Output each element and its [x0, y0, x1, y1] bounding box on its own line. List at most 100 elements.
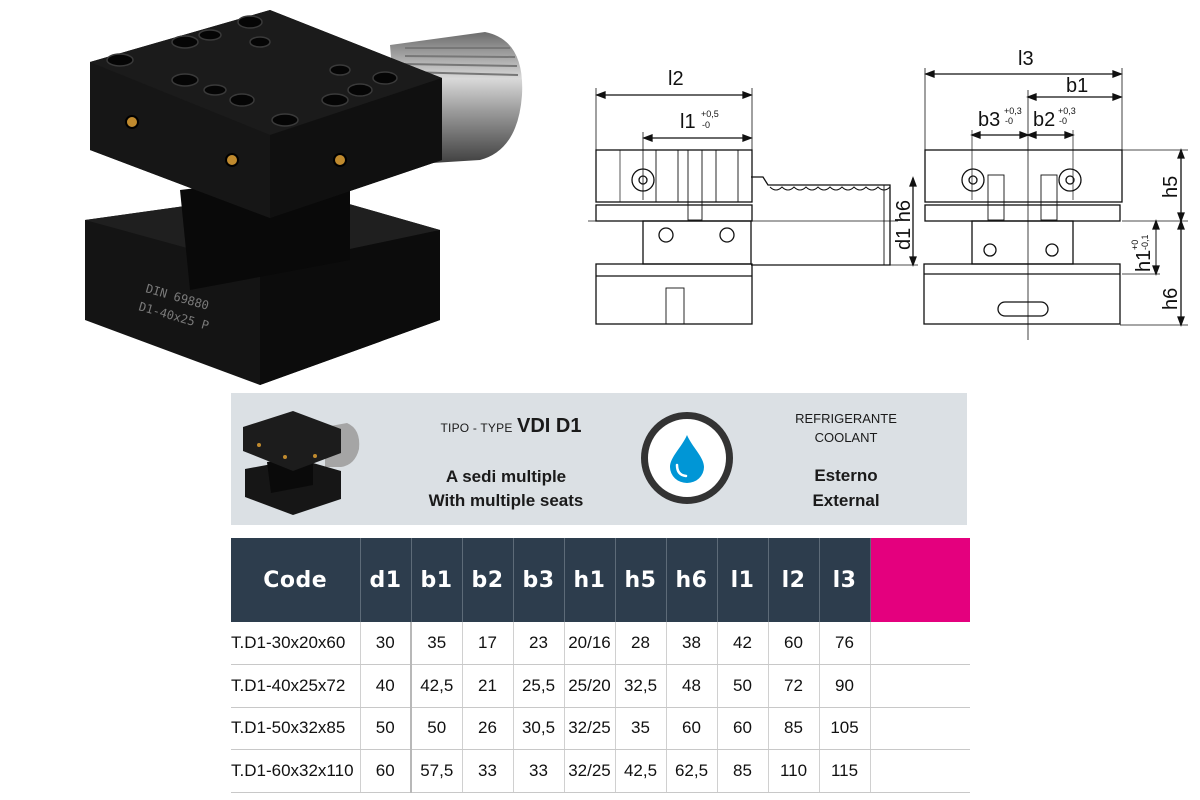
cell-h1: 32/25 [564, 749, 616, 793]
product-type: TIPO - TYPE VDI D1 [416, 415, 606, 438]
empty-cell [870, 749, 970, 793]
col-header: l2 [768, 538, 820, 622]
col-header: b1 [411, 538, 463, 622]
cell-b1: 57,5 [411, 749, 463, 793]
dim-b3-tol-upper: +0,3 [1004, 106, 1022, 116]
cell-b3: 25,5 [513, 664, 565, 708]
dim-h1: h1 [1133, 250, 1155, 272]
col-header: l3 [819, 538, 871, 622]
cell-b2: 26 [462, 707, 514, 750]
coolant-type: Esterno External [761, 463, 931, 513]
cell-l3: 105 [819, 707, 871, 750]
cell-h5: 32,5 [615, 664, 667, 708]
dim-b3-tol-lower: -0 [1005, 116, 1013, 126]
product-code-cell: T.D1-50x32x85 [231, 707, 361, 750]
front-view-drawing: l3 b1 b3 +0,3 -0 b2 +0,3 -0 [918, 40, 1200, 340]
cell-d1: 50 [360, 707, 412, 750]
cell-b2: 33 [462, 749, 514, 793]
table-header-row: Code d1 b1 b2 b3 h1 h5 h6 l1 l2 l3 [231, 538, 970, 622]
dim-h1-tol-lower: -0,1 [1140, 234, 1150, 250]
col-header: h5 [615, 538, 667, 622]
cell-d1: 60 [360, 749, 412, 793]
dim-b1: b1 [1066, 75, 1088, 97]
product-code-cell: T.D1-30x20x60 [231, 622, 361, 665]
cell-b3: 30,5 [513, 707, 565, 750]
cell-l2: 72 [768, 664, 820, 708]
cell-b1: 35 [411, 622, 463, 665]
col-header: Code [231, 538, 361, 622]
empty-cell [870, 707, 970, 750]
seats-en: With multiple seats [428, 491, 584, 510]
product-code-cell: T.D1-40x25x72 [231, 664, 361, 708]
coolant-type-en: External [812, 491, 880, 510]
col-header: h1 [564, 538, 616, 622]
cell-l2: 110 [768, 749, 820, 793]
cell-d1: 30 [360, 622, 412, 665]
accent-header-cell [870, 538, 970, 622]
dim-h6: h6 [1160, 288, 1182, 310]
cell-b3: 23 [513, 622, 565, 665]
coolant-heading: REFRIGERANTE COOLANT [761, 409, 931, 447]
seats-it: A sedi multiple [445, 467, 567, 486]
product-code-cell: T.D1-60x32x110 [231, 749, 361, 793]
cell-h5: 28 [615, 622, 667, 665]
water-drop-icon [670, 435, 704, 483]
empty-cell [870, 664, 970, 708]
coolant-type-it: Esterno [814, 466, 878, 485]
dim-b2-tol-upper: +0,3 [1058, 106, 1076, 116]
dim-b2-tol-lower: -0 [1059, 116, 1067, 126]
dim-b3: b3 [978, 109, 1000, 131]
info-banner: TIPO - TYPE VDI D1 A sedi multiple With … [231, 393, 967, 525]
dim-l1-tol-upper: +0,5 [701, 109, 719, 119]
cell-h5: 35 [615, 707, 667, 750]
cell-h5: 42,5 [615, 749, 667, 793]
cell-l3: 115 [819, 749, 871, 793]
cell-b1: 50 [411, 707, 463, 750]
cell-l1: 42 [717, 622, 769, 665]
spec-table: Code d1 b1 b2 b3 h1 h5 h6 l1 l2 l3 T.D1-… [231, 538, 970, 793]
cell-l2: 60 [768, 622, 820, 665]
type-value: VDI D1 [516, 415, 582, 437]
coolant-en: COOLANT [814, 430, 878, 445]
cell-h1: 20/16 [564, 622, 616, 665]
cell-l3: 76 [819, 622, 871, 665]
cell-d1: 40 [360, 664, 412, 708]
product-photo: DIN 69880 D1-40x25 P [70, 0, 540, 390]
col-header: l1 [717, 538, 769, 622]
type-prefix: TIPO - TYPE [440, 421, 513, 435]
dim-d1h6: d1 h6 [893, 200, 915, 250]
cell-h1: 25/20 [564, 664, 616, 708]
dim-l1-tol-lower: -0 [702, 120, 710, 130]
side-view-drawing: l2 l1 +0,5 -0 d1 h6 [588, 40, 928, 340]
cell-b3: 33 [513, 749, 565, 793]
cell-h6: 62,5 [666, 749, 718, 793]
dim-l1: l1 [680, 111, 696, 133]
empty-cell [870, 622, 970, 665]
cell-h6: 60 [666, 707, 718, 750]
col-header: d1 [360, 538, 412, 622]
coolant-badge [641, 412, 733, 504]
cell-l1: 50 [717, 664, 769, 708]
cell-l3: 90 [819, 664, 871, 708]
dim-l3: l3 [1018, 48, 1034, 70]
col-header: b2 [462, 538, 514, 622]
cell-b2: 21 [462, 664, 514, 708]
dim-b2: b2 [1033, 109, 1055, 131]
dim-h5: h5 [1160, 176, 1182, 198]
product-thumbnail [237, 407, 365, 517]
seats-description: A sedi multiple With multiple seats [391, 465, 621, 513]
col-header: h6 [666, 538, 718, 622]
cell-h6: 48 [666, 664, 718, 708]
coolant-it: REFRIGERANTE [795, 411, 897, 426]
cell-h1: 32/25 [564, 707, 616, 750]
cell-l2: 85 [768, 707, 820, 750]
dim-l2: l2 [668, 68, 684, 90]
cell-b2: 17 [462, 622, 514, 665]
cell-l1: 60 [717, 707, 769, 750]
cell-b1: 42,5 [411, 664, 463, 708]
dim-h1-tol-upper: +0 [1130, 240, 1140, 250]
